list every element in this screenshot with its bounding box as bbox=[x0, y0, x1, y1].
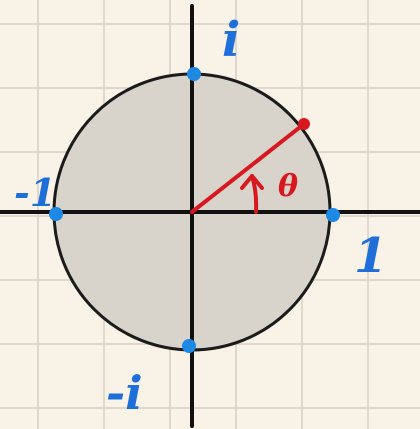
curved-arrow-head-icon bbox=[240, 174, 264, 190]
radius-vector bbox=[190, 122, 306, 214]
point-1 bbox=[326, 208, 340, 222]
point-i bbox=[187, 67, 201, 81]
point-minus-i bbox=[182, 339, 196, 353]
label-minus-1: -1 bbox=[14, 170, 56, 215]
point-minus-1 bbox=[49, 207, 63, 221]
angle-label: θ bbox=[278, 169, 298, 204]
label-minus-i: -i bbox=[106, 366, 143, 420]
label-i: i bbox=[222, 12, 240, 68]
radius-endpoint bbox=[298, 118, 310, 130]
label-1: 1 bbox=[354, 228, 387, 284]
